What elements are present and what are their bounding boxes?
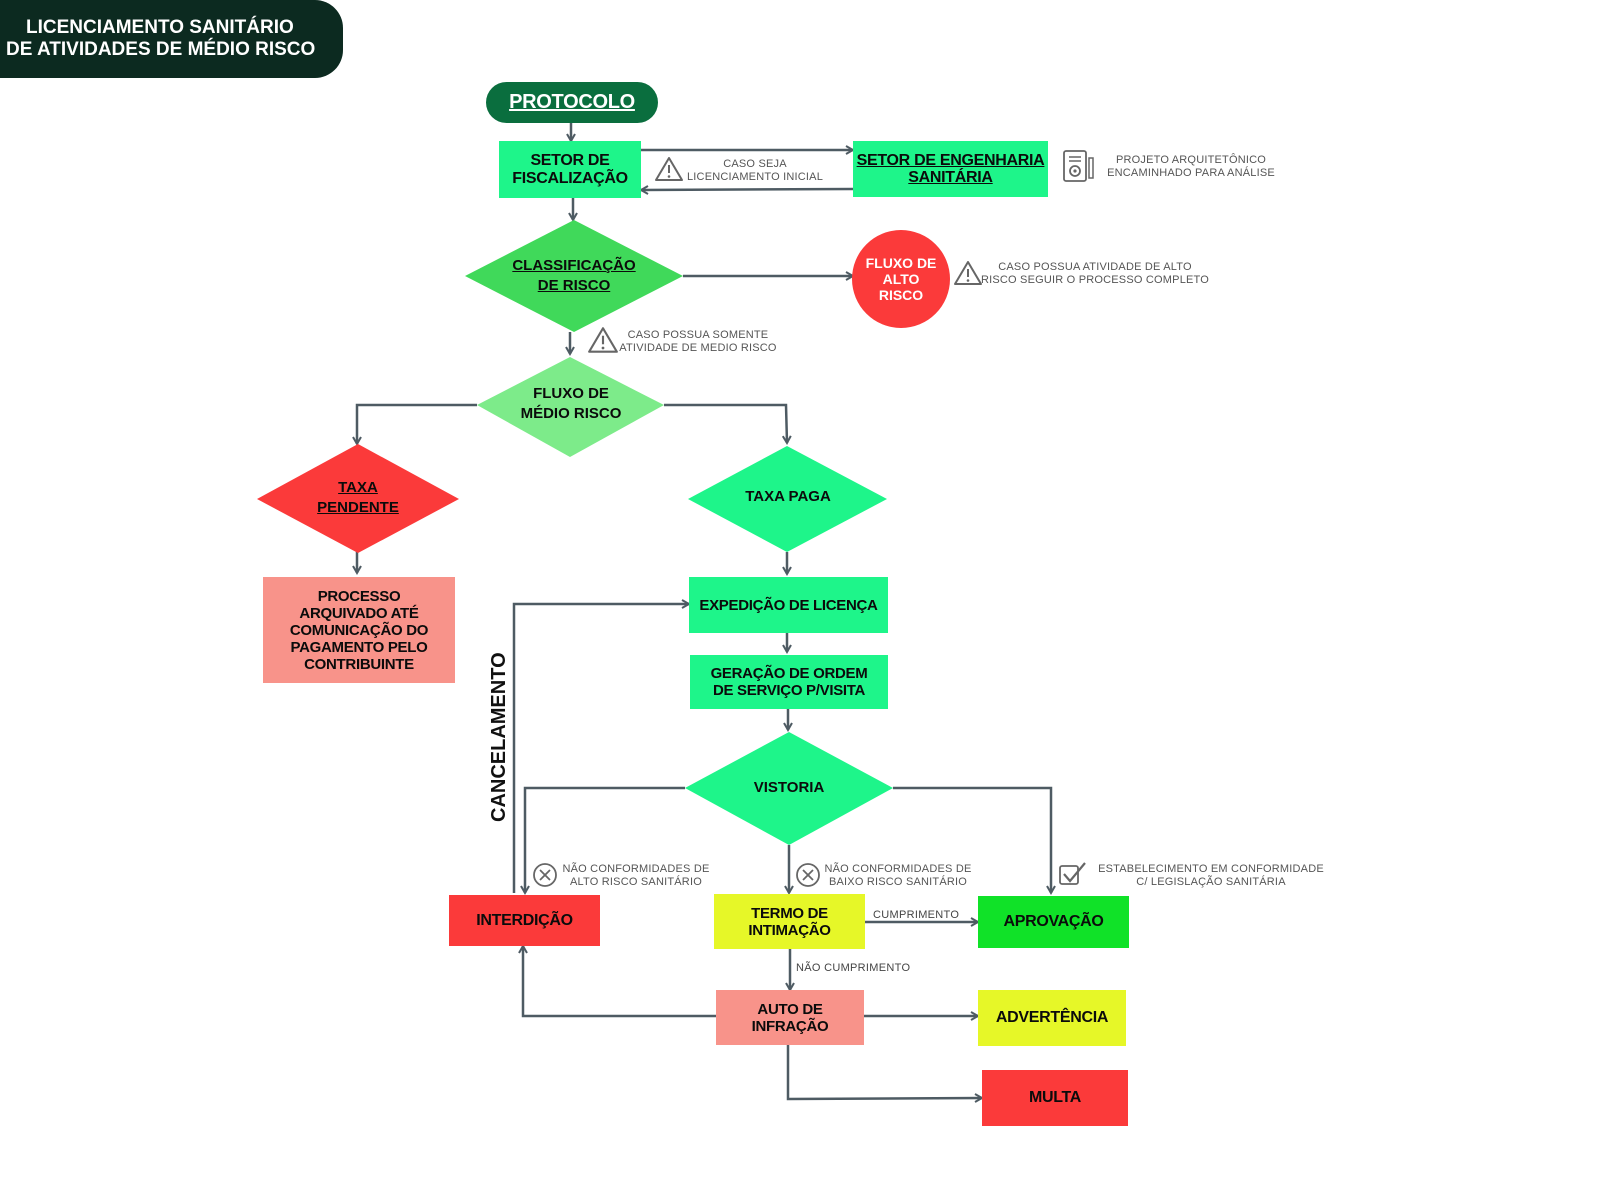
note-projeto-line2: ENCAMINHADO PARA ANÁLISE: [1107, 167, 1275, 179]
note-nc-baixo-line2: BAIXO RISCO SANITÁRIO: [828, 876, 968, 888]
classificacao-line2: DE RISCO: [537, 277, 611, 294]
note-caso-seja: CASO SEJA LICENCIAMENTO INICIAL: [680, 158, 830, 184]
expedicao-label: EXPEDIÇÃO DE LICENÇA: [699, 596, 878, 614]
edge-cancelamento: [512, 604, 689, 893]
edge-medio-pendente: [357, 403, 477, 444]
edge-vistoria-aprovacao: [893, 786, 1051, 893]
edge-label-nao-cumprimento: NÃO CUMPRIMENTO: [796, 962, 911, 974]
note-somente-medio-line2: ATIVIDADE DE MEDIO RISCO: [619, 342, 777, 354]
note-conformidade-line2: C/ LEGISLAÇÃO SANITÁRIA: [1136, 876, 1286, 888]
warning-icon: [655, 157, 683, 181]
cancel-circle-icon: [533, 863, 557, 887]
auto-line2: INFRAÇÃO: [751, 1017, 829, 1035]
taxa-pendente-diamond-shape: [257, 444, 459, 553]
taxa-paga-diamond-shape: [688, 446, 887, 552]
termo-node[interactable]: TERMO DE INTIMAÇÃO: [714, 894, 865, 949]
note-nc-alto-line1: NÃO CONFORMIDADES DE: [562, 863, 710, 875]
edge-engenharia-setor: [641, 189, 854, 190]
edge-label-cancelamento: CANCELAMENTO: [488, 652, 510, 822]
note-somente-medio-line1: CASO POSSUA SOMENTE: [627, 329, 769, 341]
setor-engenharia-line1: SETOR DE ENGENHARIA: [856, 152, 1045, 169]
note-caso-seja-line2: LICENCIAMENTO INICIAL: [686, 171, 824, 183]
auto-line1: AUTO DE: [757, 1000, 823, 1018]
classificacao-node[interactable]: CLASSIFICAÇÃO DE RISCO: [486, 248, 662, 304]
geracao-line1: GERAÇÃO DE ORDEM: [710, 665, 868, 682]
fluxo-alto-circle-shape: [852, 230, 950, 328]
edge-medio-paga: [664, 403, 787, 443]
fluxo-alto-line2: ALTO: [882, 271, 920, 287]
fluxo-alto-line3: RISCO: [878, 287, 924, 303]
taxa-pendente-node[interactable]: TAXA PENDENTE: [298, 475, 418, 521]
note-somente-medio: CASO POSSUA SOMENTE ATIVIDADE DE MEDIO R…: [618, 329, 778, 355]
processo-line4: PAGAMENTO PELO: [290, 638, 428, 656]
diagram-title-line2: DE ATIVIDADES DE MÉDIO RISCO: [6, 39, 316, 60]
note-projeto-line1: PROJETO ARQUITETÔNICO: [1115, 154, 1267, 166]
auto-infracao-node[interactable]: AUTO DE INFRAÇÃO: [716, 990, 864, 1045]
diagram-title: LICENCIAMENTO SANITÁRIO DE ATIVIDADES DE…: [0, 0, 343, 78]
fluxo-medio-line1: FLUXO DE: [533, 385, 609, 402]
note-conformidade-line1: ESTABELECIMENTO EM CONFORMIDADE: [1098, 863, 1324, 875]
geracao-node[interactable]: GERAÇÃO DE ORDEM DE SERVIÇO P/VISITA: [690, 655, 888, 709]
setor-fiscalizacao-node[interactable]: SETOR DE FISCALIZAÇÃO: [499, 141, 641, 198]
processo-line1: PROCESSO: [317, 587, 401, 605]
warning-icon: [588, 327, 618, 353]
setor-engenharia-node[interactable]: SETOR DE ENGENHARIA SANITÁRIA: [853, 141, 1048, 197]
interdicao-label: INTERDIÇÃO: [476, 911, 573, 929]
taxa-pendente-line2: PENDENTE: [317, 499, 399, 516]
warning-icon: [954, 261, 982, 285]
setor-fiscalizacao-line1: SETOR DE: [530, 151, 610, 169]
processo-line5: CONTRIBUINTE: [304, 655, 414, 673]
fluxo-medio-node[interactable]: FLUXO DE MÉDIO RISCO: [496, 381, 646, 427]
taxa-paga-node[interactable]: TAXA PAGA: [718, 484, 858, 510]
aprovacao-node[interactable]: APROVAÇÃO: [978, 896, 1129, 948]
classificacao-line1: CLASSIFICAÇÃO: [512, 257, 636, 274]
checkmark-icon: [1059, 862, 1086, 885]
multa-label: MULTA: [1028, 1089, 1082, 1106]
edge-label-cumprimento: CUMPRIMENTO: [873, 909, 960, 921]
fluxo-alto-line1: FLUXO DE: [865, 255, 937, 271]
vistoria-diamond-shape: [685, 732, 893, 845]
diagram-title-line1: LICENCIAMENTO SANITÁRIO: [26, 17, 294, 38]
protocolo-node[interactable]: PROTOCOLO: [486, 82, 658, 123]
taxa-paga-label: TAXA PAGA: [745, 488, 831, 505]
classificacao-diamond-shape: [465, 220, 683, 332]
fluxo-alto-node[interactable]: FLUXO DE ALTO RISCO: [856, 249, 946, 309]
note-alto-risco-line2: RISCO SEGUIR O PROCESSO COMPLETO: [980, 274, 1210, 286]
setor-engenharia-line2: SANITÁRIA: [908, 169, 993, 186]
advertencia-label: ADVERTÊNCIA: [995, 1009, 1109, 1026]
note-conformidade: ESTABELECIMENTO EM CONFORMIDADE C/ LEGIS…: [1086, 863, 1336, 889]
protocolo-label: PROTOCOLO: [509, 91, 635, 113]
note-alto-risco-line1: CASO POSSUA ATIVIDADE DE ALTO: [998, 261, 1192, 273]
termo-line1: TERMO DE: [751, 904, 828, 922]
expedicao-node[interactable]: EXPEDIÇÃO DE LICENÇA: [689, 577, 888, 633]
processo-line2: ARQUIVADO ATÉ: [299, 604, 419, 622]
cancel-circle-icon: [796, 863, 820, 887]
note-nc-baixo-line1: NÃO CONFORMIDADES DE: [824, 863, 972, 875]
vistoria-label: VISTORIA: [753, 779, 825, 796]
advertencia-node[interactable]: ADVERTÊNCIA: [978, 990, 1126, 1046]
note-nc-baixo: NÃO CONFORMIDADES DE BAIXO RISCO SANITÁR…: [818, 863, 978, 889]
note-alto-risco: CASO POSSUA ATIVIDADE DE ALTO RISCO SEGU…: [980, 261, 1210, 287]
edge-vistoria-interdicao: [525, 786, 685, 893]
fluxo-medio-line2: MÉDIO RISCO: [520, 405, 622, 422]
termo-line2: INTIMAÇÃO: [748, 921, 831, 939]
note-nc-alto-line2: ALTO RISCO SANITÁRIO: [570, 876, 702, 888]
note-nc-alto: NÃO CONFORMIDADES DE ALTO RISCO SANITÁRI…: [556, 863, 716, 889]
setor-fiscalizacao-line2: FISCALIZAÇÃO: [512, 169, 628, 187]
multa-node[interactable]: MULTA: [982, 1070, 1128, 1126]
note-projeto: PROJETO ARQUITETÔNICO ENCAMINHADO PARA A…: [1096, 154, 1286, 180]
document-gear-icon: [1063, 150, 1094, 182]
processo-arquivado-node[interactable]: PROCESSO ARQUIVADO ATÉ COMUNICAÇÃO DO PA…: [263, 577, 455, 683]
processo-line3: COMUNICAÇÃO DO: [289, 621, 429, 639]
geracao-line2: DE SERVIÇO P/VISITA: [712, 682, 866, 699]
vistoria-node[interactable]: VISTORIA: [729, 776, 849, 800]
edge-auto-multa: [786, 1045, 982, 1099]
edge-auto-interdicao: [523, 946, 716, 1018]
aprovacao-label: APROVAÇÃO: [1003, 913, 1104, 930]
fluxo-medio-diamond-shape: [477, 357, 664, 457]
note-caso-seja-line1: CASO SEJA: [723, 158, 787, 170]
taxa-pendente-line1: TAXA: [338, 479, 378, 496]
interdicao-node[interactable]: INTERDIÇÃO: [449, 895, 600, 946]
